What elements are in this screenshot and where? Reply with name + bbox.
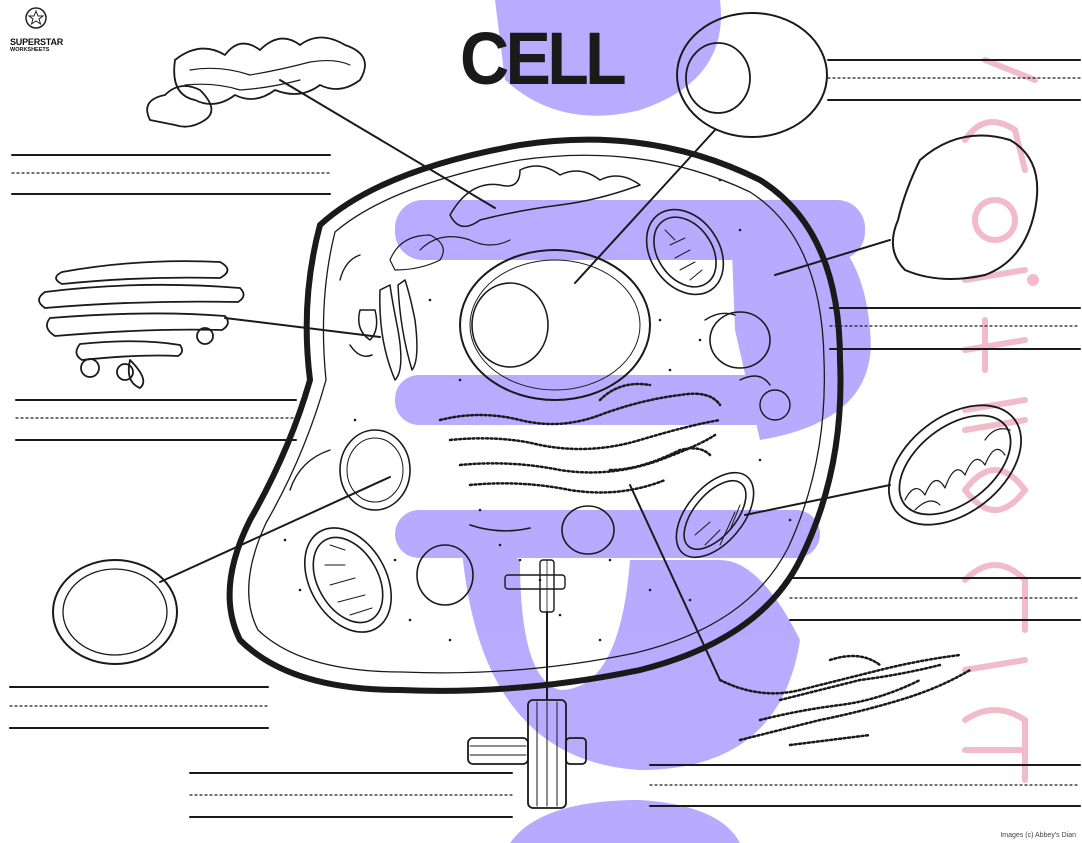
centriole-detail	[468, 700, 586, 808]
nucleolus	[472, 283, 548, 367]
answer-lines	[10, 60, 1080, 817]
nucleus-detail	[677, 13, 827, 137]
mitochondrion-detail	[866, 381, 1043, 549]
nucleus	[460, 250, 650, 400]
ribosome-dots	[284, 179, 792, 642]
vacuole-detail	[893, 136, 1037, 280]
smooth-er-detail	[147, 38, 365, 127]
golgi-detail	[39, 261, 244, 388]
lysosome-detail	[53, 560, 177, 664]
image-credit: Images (c) Abbey's Dian	[1000, 832, 1076, 839]
rough-er-detail	[720, 655, 970, 745]
